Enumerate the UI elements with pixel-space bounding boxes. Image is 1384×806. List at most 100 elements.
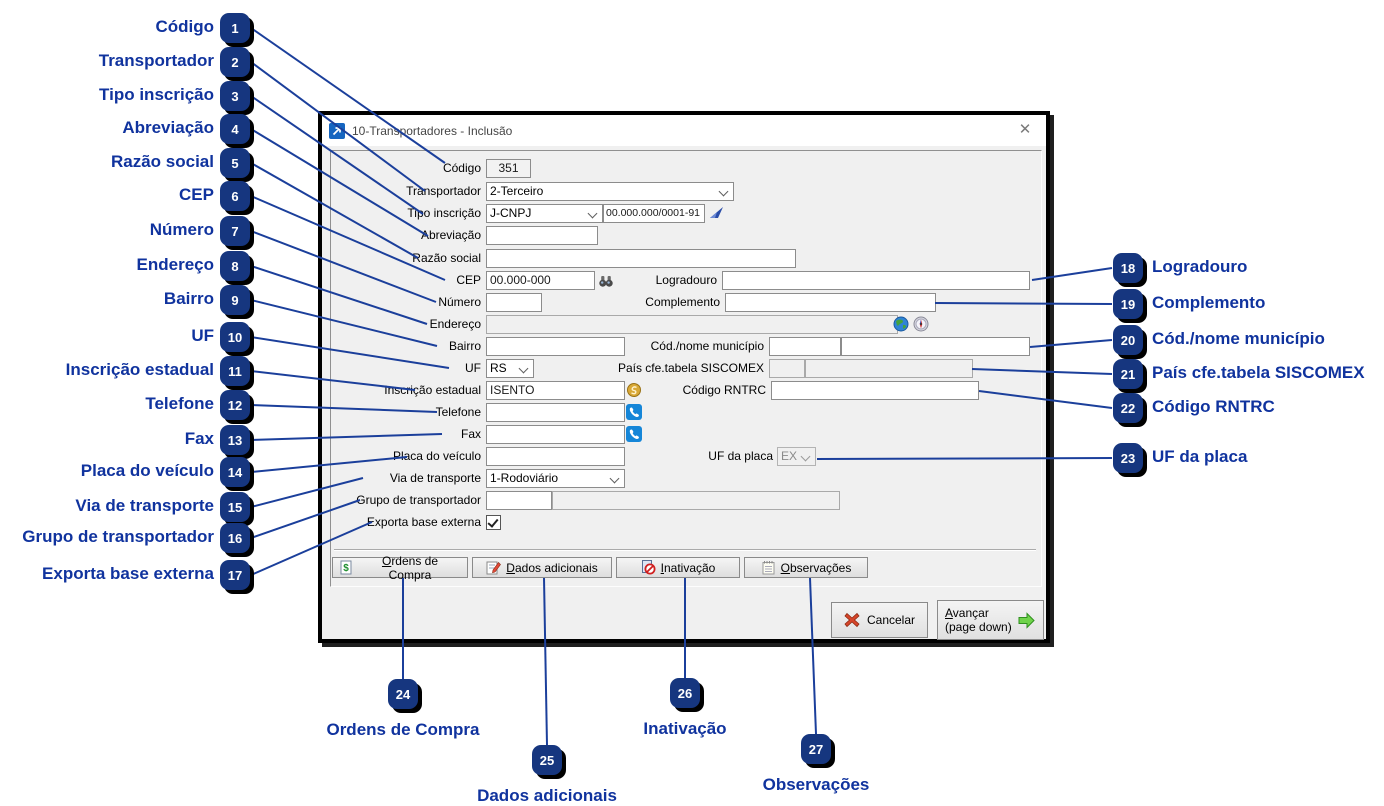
abreviacao-field[interactable]: [486, 226, 598, 245]
logradouro-field[interactable]: [722, 271, 1030, 290]
row-grupo: Grupo de transportador: [0, 491, 1384, 510]
dialog-title: 10-Transportadores - Inclusão: [352, 123, 513, 138]
callout-label-14: Placa do veículo: [80, 461, 214, 480]
callout-label-18: Logradouro: [1152, 257, 1248, 276]
telefone-field[interactable]: [486, 403, 625, 422]
avancar-button[interactable]: Avançar (page down): [937, 600, 1044, 640]
inactivate-icon: [641, 560, 656, 575]
ordens-de-compra-button[interactable]: $ Ordens de Compra: [332, 554, 468, 582]
ordens-de-compra-label: Ordens de Compra: [381, 553, 439, 582]
row-uf-pais: UF RS País cfe.tabela SISCOMEX: [0, 359, 1384, 378]
row-exporta: Exporta base externa: [0, 513, 1384, 532]
observacoes-label: Observações: [780, 560, 852, 575]
callout-label-25: Dados adicionais: [477, 786, 617, 805]
telefone-label: Telefone: [435, 405, 481, 419]
callout-label-3: Tipo inscrição: [99, 85, 214, 104]
callout-badge-15: 15: [220, 492, 250, 522]
callout-badge-3: 3: [220, 81, 250, 111]
grupo-label: Grupo de transportador: [356, 493, 481, 507]
callout-label-24: Ordens de Compra: [326, 720, 480, 739]
cep-field[interactable]: 00.000-000: [486, 271, 595, 290]
chevron-down-icon: [718, 186, 729, 197]
callout-label-21: País cfe.tabela SISCOMEX: [1152, 363, 1365, 382]
exporta-checkbox[interactable]: [486, 515, 501, 530]
avancar-line1: Avançar: [945, 606, 989, 620]
callout-label-11: Inscrição estadual: [65, 360, 214, 379]
callout-badge-25: 25: [532, 745, 562, 775]
app-icon: [329, 122, 345, 139]
transportador-combo[interactable]: 2-Terceiro: [486, 182, 734, 201]
complemento-field[interactable]: [725, 293, 936, 312]
dados-adicionais-label: Dados adicionais: [506, 560, 598, 575]
via-transporte-combo[interactable]: 1-Rodoviário: [486, 469, 625, 488]
numero-field[interactable]: [486, 293, 542, 312]
inativacao-button[interactable]: Inativação: [616, 557, 740, 578]
grupo-codigo-field[interactable]: [486, 491, 552, 510]
callout-badge-6: 6: [220, 181, 250, 211]
via-transporte-value: 1-Rodoviário: [490, 471, 559, 485]
fax-field[interactable]: [486, 425, 625, 444]
callout-label-15: Via de transporte: [75, 496, 214, 515]
coin-icon[interactable]: [626, 382, 642, 398]
cep-label: CEP: [456, 273, 481, 287]
placa-field[interactable]: [486, 447, 625, 466]
grupo-nome-field: [552, 491, 840, 510]
inativacao-label: Inativação: [660, 560, 716, 575]
placa-label: Placa do veículo: [392, 449, 481, 463]
binoculars-icon[interactable]: [598, 273, 614, 289]
cnpj-field[interactable]: 00.000.000/0001-91: [603, 204, 705, 223]
callout-badge-14: 14: [220, 457, 250, 487]
tipo-inscricao-combo[interactable]: J-CNPJ: [486, 204, 603, 223]
callout-badge-26: 26: [670, 678, 700, 708]
globe-icon[interactable]: [893, 316, 909, 332]
callout-badge-19: 19: [1113, 289, 1143, 319]
endereco-field: [486, 315, 898, 334]
callout-badge-22: 22: [1113, 393, 1143, 423]
logradouro-label: Logradouro: [655, 273, 717, 287]
dados-adicionais-button[interactable]: Dados adicionais: [472, 557, 612, 578]
callout-badge-4: 4: [220, 114, 250, 144]
callout-label-23: UF da placa: [1152, 447, 1248, 466]
codigo-label: Código: [442, 161, 481, 175]
razao-social-field[interactable]: [486, 249, 796, 268]
observacoes-button[interactable]: Observações: [744, 557, 868, 578]
callout-label-2: Transportador: [98, 51, 214, 70]
bairro-label: Bairro: [448, 339, 481, 353]
tipo-inscricao-value: J-CNPJ: [490, 206, 532, 220]
callout-badge-1: 1: [220, 13, 250, 43]
municipio-codigo-field[interactable]: [769, 337, 841, 356]
complemento-label: Complemento: [645, 295, 720, 309]
phone-icon[interactable]: [626, 404, 642, 420]
rntrc-field[interactable]: [771, 381, 979, 400]
green-arrow-icon: [1018, 611, 1035, 629]
inscricao-estadual-field[interactable]: ISENTO: [486, 381, 625, 400]
callout-badge-20: 20: [1113, 325, 1143, 355]
razao-social-label: Razão social: [412, 251, 481, 265]
row-bairro-municipio: Bairro Cód./nome município: [0, 337, 1384, 356]
abreviacao-label: Abreviação: [420, 228, 481, 242]
rntrc-label: Código RNTRC: [682, 383, 766, 397]
phone-icon[interactable]: [626, 426, 642, 442]
dialog-titlebar: 10-Transportadores - Inclusão ✕: [322, 115, 1046, 146]
callout-label-1: Código: [155, 17, 214, 36]
callout-label-8: Endereço: [136, 255, 214, 274]
endereco-label: Endereço: [429, 317, 481, 331]
municipio-label: Cód./nome município: [650, 339, 764, 353]
cancelar-label: Cancelar: [866, 613, 916, 627]
row-placa: Placa do veículo UF da placa EX: [0, 447, 1384, 466]
municipio-nome-field[interactable]: [841, 337, 1030, 356]
callout-label-13: Fax: [184, 429, 214, 448]
notes-pencil-icon: [486, 561, 502, 575]
compass-icon[interactable]: [913, 316, 929, 332]
uf-combo[interactable]: RS: [486, 359, 534, 378]
bairro-field[interactable]: [486, 337, 625, 356]
row-fax: Fax: [0, 425, 1384, 444]
close-icon[interactable]: ✕: [1018, 121, 1032, 138]
callout-label-4: Abreviação: [122, 118, 214, 137]
avancar-line2: (page down): [945, 620, 1012, 634]
avancar-label: Avançar (page down): [945, 606, 1012, 634]
receita-logo-icon[interactable]: [709, 205, 725, 221]
cancelar-button[interactable]: Cancelar: [831, 602, 928, 638]
via-transporte-label: Via de transporte: [389, 471, 481, 485]
